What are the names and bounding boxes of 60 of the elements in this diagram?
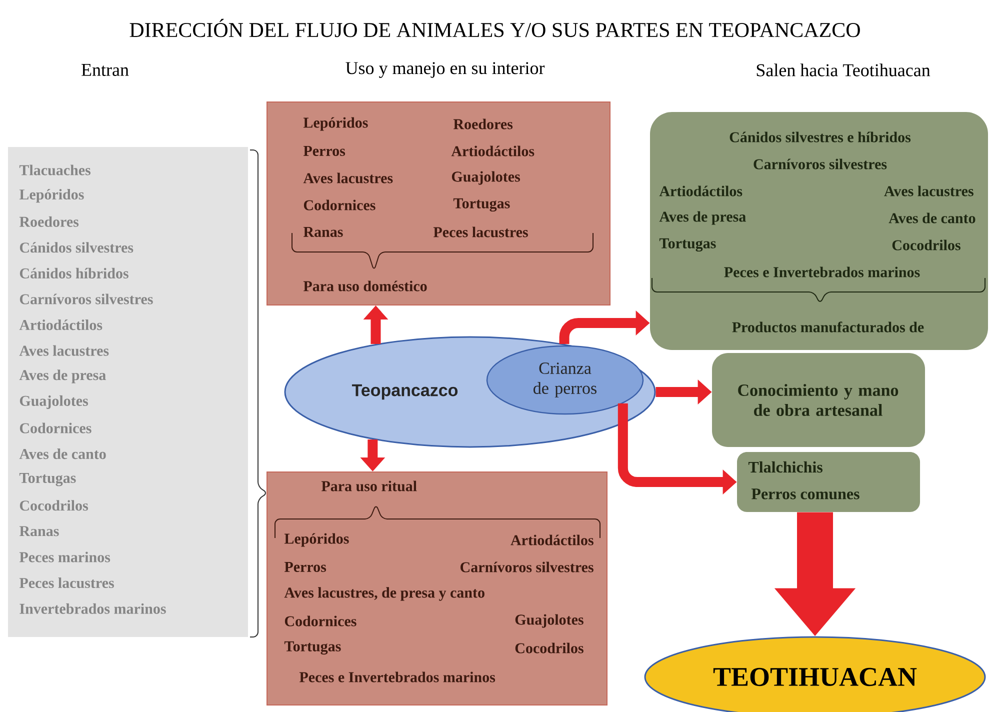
node-text: TEOTIHUACAN (713, 668, 917, 686)
node-text: Tlalchichis (748, 461, 822, 473)
list-item: Guajolotes (452, 171, 520, 185)
list-item: Roedores (453, 118, 513, 130)
list-item: Lepóridos (19, 189, 84, 203)
list-item: Aves de presa (19, 370, 106, 384)
column-heading: Uso y manejo en su interior (346, 62, 545, 78)
list-item: Carnívoros silvestres (20, 294, 153, 304)
node-text: Perros comunes (751, 488, 860, 500)
list-item: Cocodrilos (515, 642, 584, 654)
list-item: Peces e Invertebrados marinos (724, 266, 920, 278)
list-item: Artiodáctilos (19, 320, 102, 330)
list-item: Tlacuaches (19, 164, 90, 176)
list-item: Tortugas (453, 198, 510, 212)
list-item: Cocodrilos (892, 240, 960, 250)
list-item: Perros (303, 146, 346, 156)
list-item: Peces lacustres (433, 226, 528, 238)
list-item: Cánidos híbridos (20, 268, 128, 278)
list-item: Artiodáctilos (659, 186, 742, 196)
list-item: Codornices (284, 616, 356, 626)
list-item: Cánidos silvestres e híbridos (730, 132, 911, 142)
list-item: Aves lacustres (884, 186, 974, 196)
list-item: Para uso ritual (321, 480, 417, 492)
list-item: Aves lacustres, de presa y canto (284, 587, 484, 601)
node-text: Conocimiento y mano de obra artesanal (738, 384, 898, 416)
list-item: Tortugas (659, 238, 716, 252)
list-item: Artiodáctilos (510, 534, 594, 546)
list-item: Carnívoros silvestres (754, 158, 887, 170)
list-item: Roedores (19, 216, 79, 227)
list-item: Aves de canto (19, 448, 106, 460)
list-item: Aves de presa (659, 211, 746, 225)
list-item: Codornices (20, 422, 92, 434)
list-item: Guajolotes (515, 614, 584, 628)
list-item: Codornices (304, 200, 376, 210)
list-item: Para uso doméstico (303, 280, 427, 292)
list-item: Lepóridos (284, 533, 349, 547)
list-item: Cocodrilos (20, 500, 88, 511)
title: DIRECCIÓN DEL FLUJO DE ANIMALES Y/O SUS PARTES EN TEOPANCAZCO (130, 18, 860, 38)
list-item: Perros (284, 562, 326, 572)
list-item: Aves lacustres (19, 345, 109, 356)
column-heading: Entran (82, 64, 129, 76)
node-text: Teopancazco (352, 384, 458, 400)
list-item: Artiodáctilos (451, 146, 534, 156)
list-item: Lepóridos (303, 117, 368, 131)
list-item: Productos manufacturados de (732, 322, 924, 332)
list-item: Ranas (303, 227, 343, 237)
node-text: Crianza de perros (534, 362, 596, 398)
list-item: Cánidos silvestres (20, 242, 134, 253)
list-item: Guajolotes (20, 395, 88, 409)
list-item: Aves lacustres (303, 172, 393, 184)
column-heading: Salen hacia Teotihuacan (756, 64, 930, 76)
list-item: Invertebrados marinos (20, 603, 166, 614)
list-item: Peces e Invertebrados marinos (299, 672, 496, 682)
list-item: Aves de canto (888, 212, 976, 224)
list-item: Tortugas (19, 473, 76, 486)
list-item: Peces marinos (19, 552, 110, 562)
list-item: Tortugas (284, 641, 341, 655)
list-item: Carnívoros silvestres (460, 562, 594, 572)
list-item: Ranas (19, 526, 59, 536)
list-item: Peces lacustres (19, 578, 114, 588)
